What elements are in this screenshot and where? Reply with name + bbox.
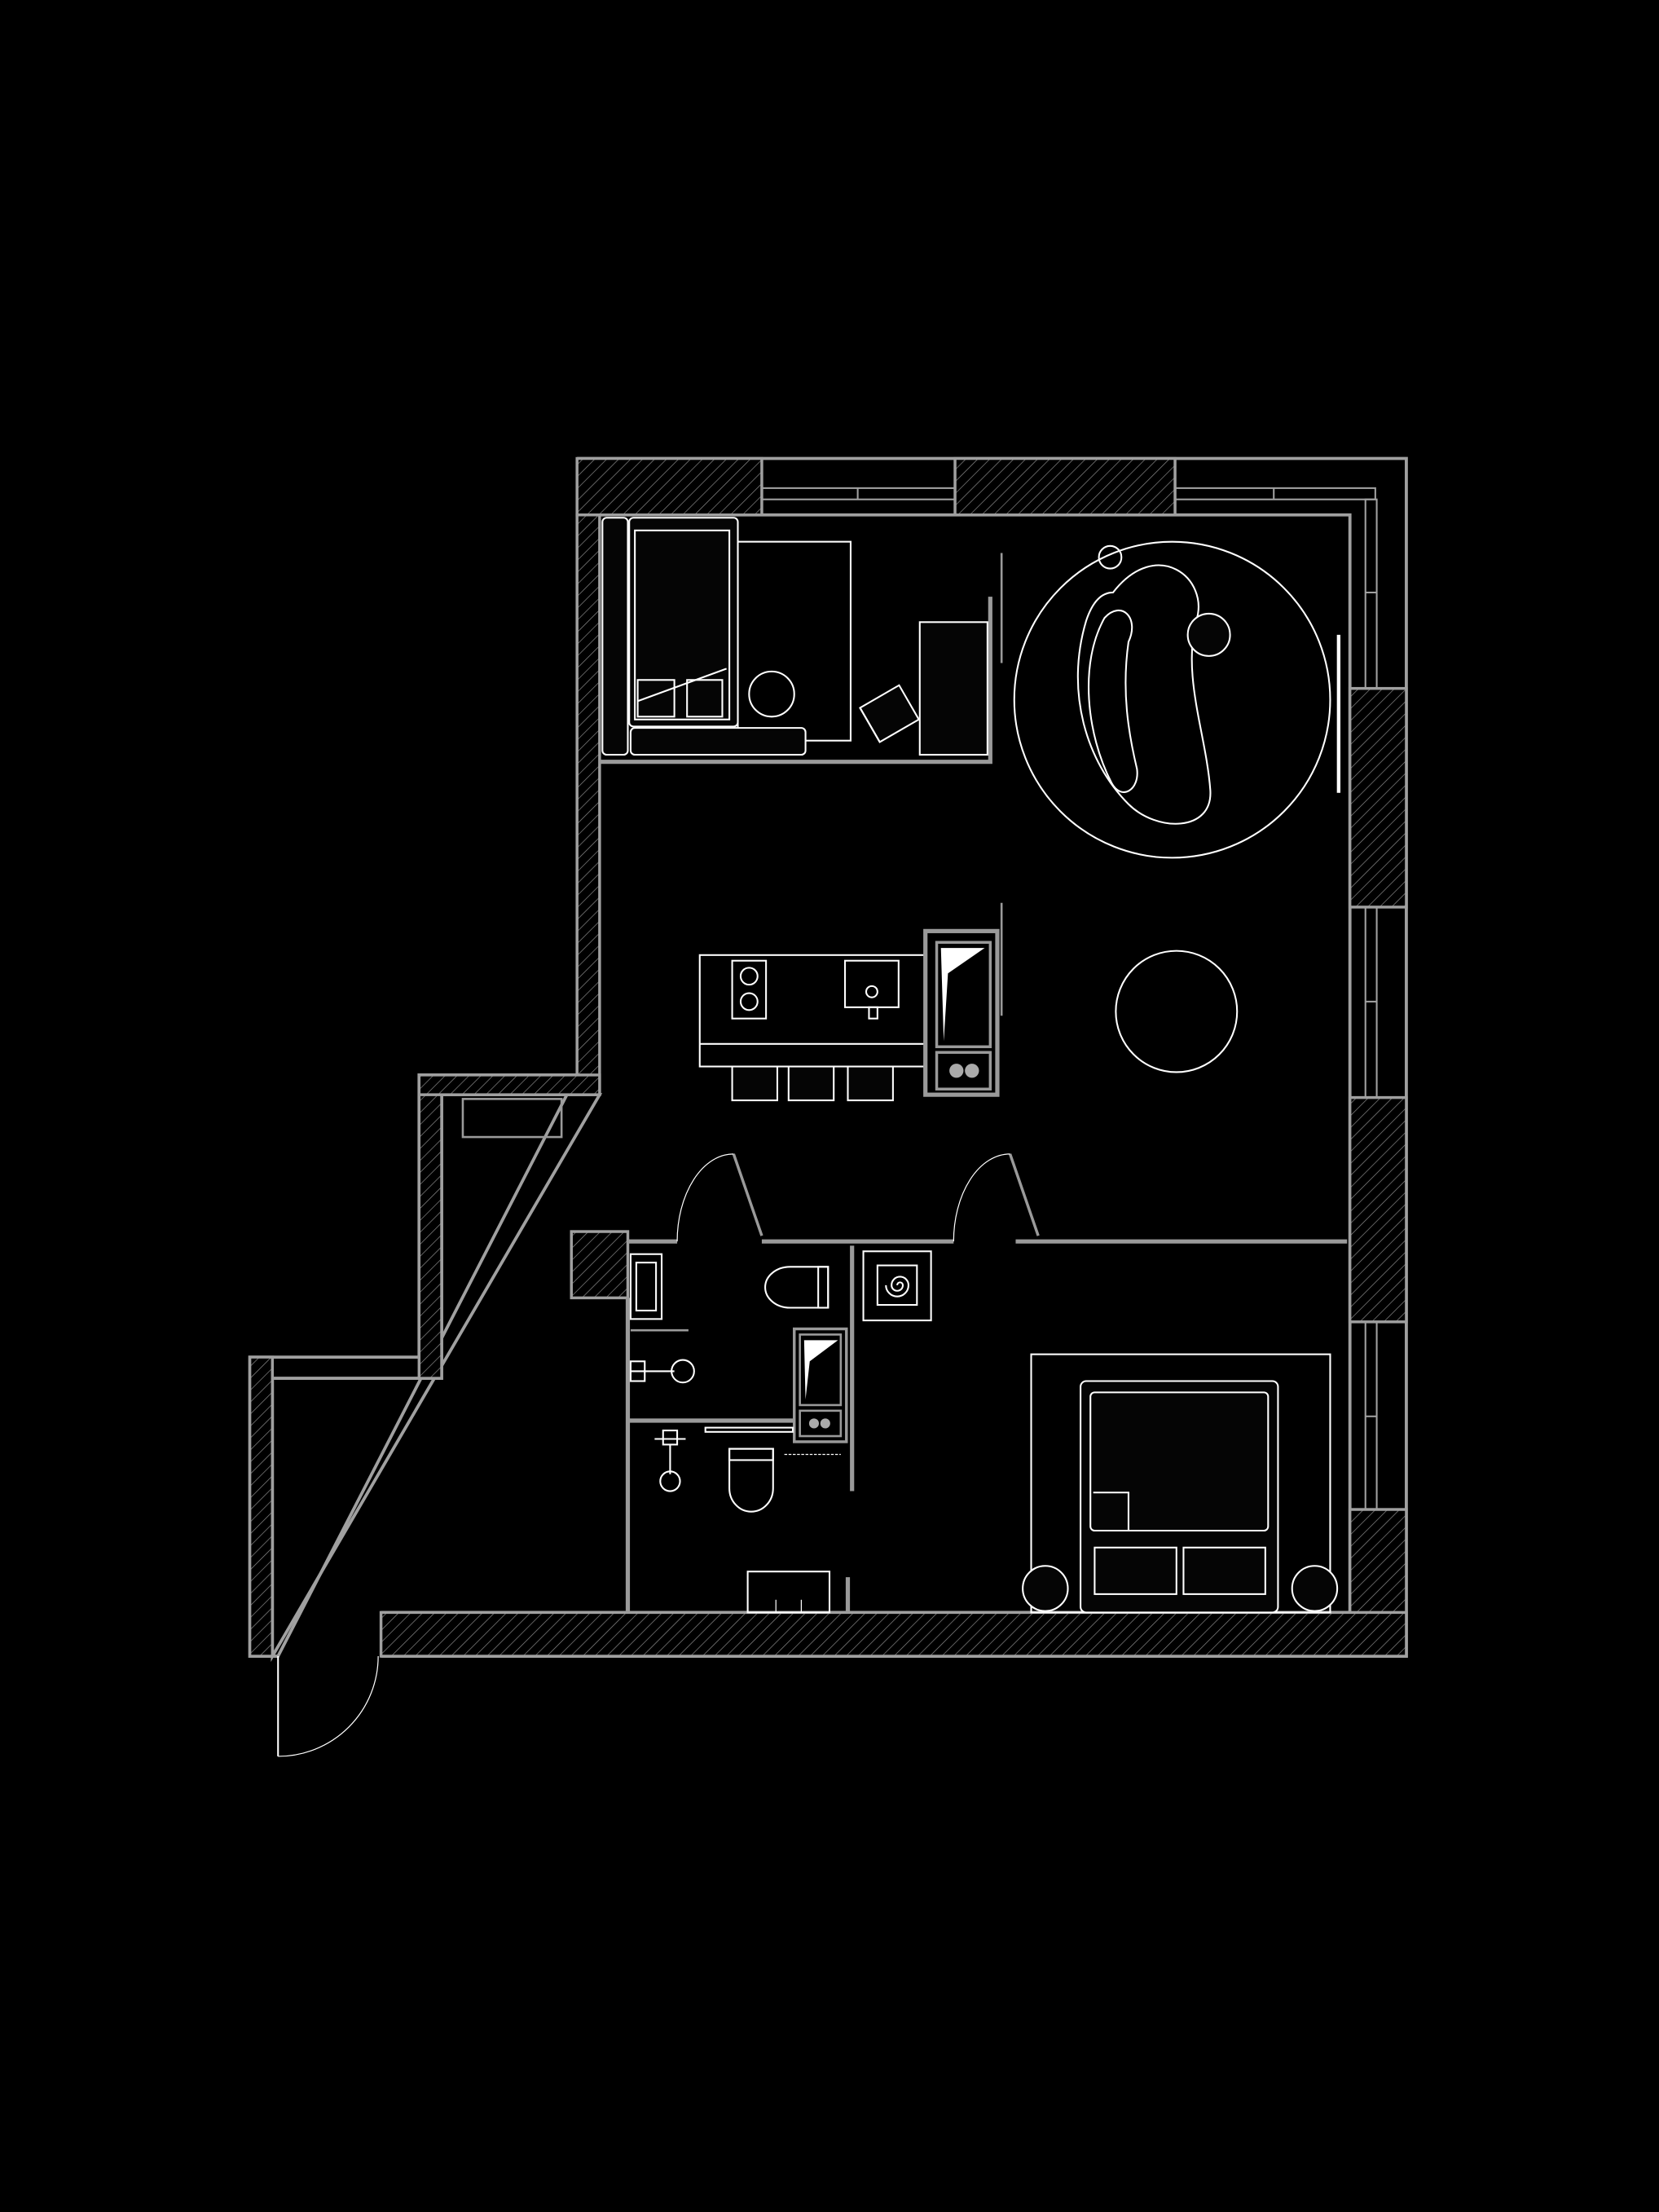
oven	[935, 1051, 992, 1091]
bedroom-door[interactable]	[953, 1153, 1040, 1242]
entrance-door[interactable]	[277, 1656, 379, 1757]
bar-stools	[731, 1065, 894, 1102]
cooktop	[731, 959, 768, 1020]
pillow	[636, 679, 675, 718]
dining-table	[1115, 950, 1239, 1073]
washing-machine-drum-icon	[885, 1276, 909, 1298]
stool	[748, 670, 795, 718]
hallway	[277, 1098, 1040, 1757]
cooktop-burner	[739, 992, 759, 1011]
washing-machine	[862, 1250, 932, 1322]
sofa-seat	[1088, 609, 1138, 793]
mattress	[1089, 1391, 1270, 1532]
double-bed	[1080, 1380, 1279, 1614]
bench	[629, 727, 807, 756]
pillow	[1182, 1546, 1266, 1595]
cooktop-burner	[739, 967, 759, 986]
curved-sofa	[1076, 564, 1212, 825]
bathtub-edge	[746, 1571, 831, 1614]
side-lamp	[1098, 544, 1123, 570]
master-bedroom	[1022, 1353, 1339, 1614]
tall-cabinet	[792, 1327, 848, 1443]
console	[461, 1098, 563, 1139]
hatched-walls	[248, 456, 1408, 1658]
faucet	[865, 985, 878, 998]
desk	[918, 621, 988, 756]
bathroom-door[interactable]	[676, 1153, 763, 1242]
walls	[248, 456, 1408, 1663]
side-bench	[601, 517, 629, 756]
fridge	[935, 941, 992, 1049]
windows	[760, 487, 1378, 1511]
pillow	[686, 679, 724, 718]
bathroom	[629, 1250, 932, 1614]
shower-mixer	[629, 1359, 695, 1384]
nightstand	[1291, 1565, 1339, 1612]
floor-lamp	[1186, 612, 1231, 657]
shower-head	[654, 1430, 686, 1492]
desk-chair	[859, 684, 921, 743]
appliance-column	[923, 928, 1000, 1097]
partitions	[599, 597, 1348, 1613]
pillow	[1094, 1546, 1177, 1595]
wash-basin	[629, 1253, 663, 1320]
toilet	[728, 1447, 774, 1513]
bed-mattress	[634, 529, 731, 720]
fridge-door	[940, 948, 985, 1042]
toilet	[764, 1266, 830, 1309]
living-area	[1013, 540, 1341, 1073]
nightstand	[1022, 1565, 1069, 1612]
kids-room	[601, 517, 1003, 756]
round-rug	[1013, 540, 1331, 859]
kitchen	[698, 902, 1003, 1102]
